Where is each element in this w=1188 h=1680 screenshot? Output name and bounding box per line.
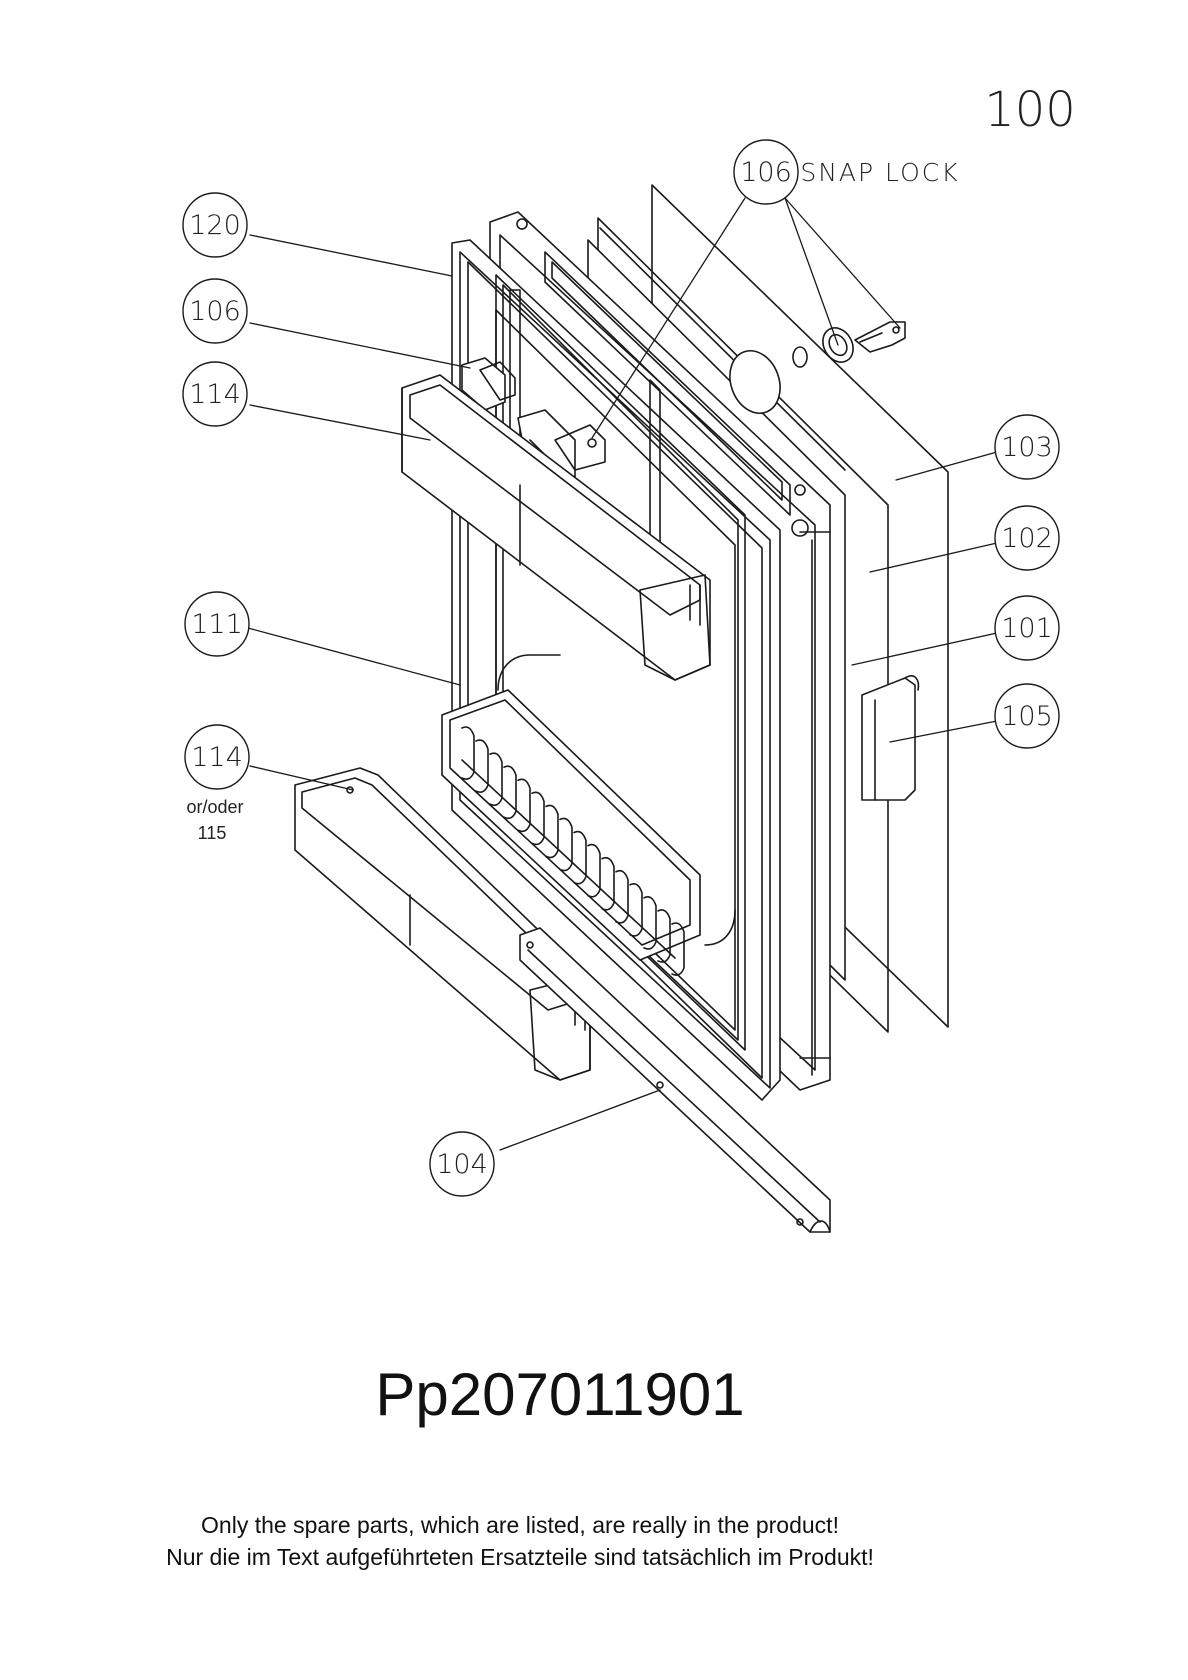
leader-lines [247,197,998,1151]
snap-lock-label: SNAP LOCK [800,158,959,187]
callout-101: 101 [1001,613,1053,644]
callout-circle-111 [184,591,250,657]
callout-102: 102 [1001,523,1053,554]
rack-bar [461,726,475,780]
rack-bar [657,909,671,963]
callout-circle-105 [994,683,1060,749]
door-handle-105 [861,675,920,801]
callout-111: 111 [191,609,243,640]
note-german: Nur die im Text aufgeführteten Ersatztei… [166,1544,874,1570]
lock-key [854,321,906,353]
rack-bar [643,896,657,950]
bottle-rack-bars [461,726,685,976]
rack-bar [531,791,545,846]
callout-114-top: 114 [189,379,241,410]
rack-bar [545,804,559,859]
callout-circle-101 [994,595,1060,661]
callout-bubbles [182,139,1060,1197]
callout-circle-120 [182,192,248,258]
rack-bar [517,778,531,833]
rack-bar [629,883,643,937]
rack-bar [503,765,517,820]
callout-114-bottom: 114 [191,742,243,773]
callout-106-top: 106 [740,157,792,188]
lock-part-106-left [461,357,516,411]
callout-alt-text-2: 115 [198,823,227,843]
callout-105: 105 [1001,701,1053,732]
rack-bar [489,752,503,807]
rack-bar [587,843,601,898]
rack-bar [671,922,685,976]
callout-106-left: 106 [189,296,241,327]
callout-120: 120 [189,210,241,241]
callout-alt-text-1: or/oder [186,797,243,817]
drawing-number: Pp207011901 [375,1361,745,1428]
callout-circle-103 [994,414,1060,480]
callout-circle-114-bottom [184,724,250,790]
note-english: Only the spare parts, which are listed, … [201,1512,839,1538]
callout-circle-106-top [733,139,799,205]
lock-hole-large [729,350,781,414]
callout-circle-114-top [182,361,248,427]
hinge-strip-104 [519,927,831,1233]
rack-bar [573,830,587,885]
rack-bar [475,739,489,793]
callout-circle-102 [994,505,1060,571]
sheet-number: 100 [984,82,1076,138]
rack-bar [601,856,615,911]
lock-hole-small [792,346,808,368]
callout-103: 103 [1001,432,1053,463]
rack-bar [615,869,629,924]
callout-circle-106-left [182,278,248,344]
callout-circle-104 [429,1131,495,1197]
upper-door-shelf-114 [401,374,711,681]
callout-104: 104 [436,1149,488,1180]
rack-bar [559,817,573,872]
